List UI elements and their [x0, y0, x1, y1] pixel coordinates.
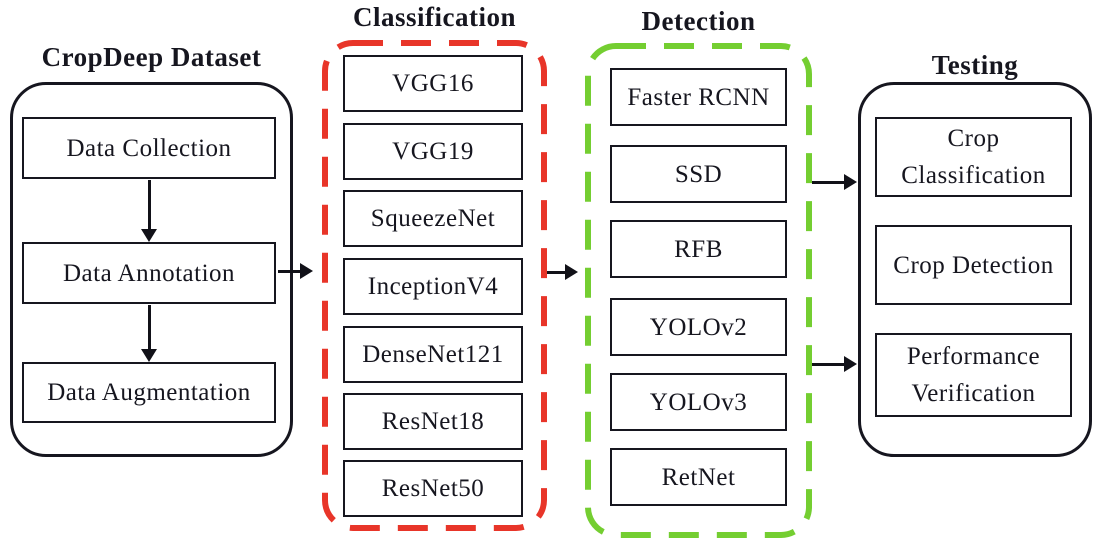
node-rfb: RFB	[610, 220, 787, 278]
node-retnet: RetNet	[610, 448, 787, 506]
arrow-right-head	[300, 263, 313, 279]
node-vgg19: VGG19	[343, 123, 523, 180]
node-resnet18: ResNet18	[343, 393, 523, 450]
node-inceptionv4: InceptionV4	[343, 258, 523, 315]
node-crop-classification: Crop Classification	[875, 117, 1072, 197]
node-faster-rcnn: Faster RCNN	[610, 68, 787, 126]
classification-column-title: Classification	[352, 2, 516, 32]
node-squeezenet: SqueezeNet	[343, 190, 523, 247]
dataset-column-title: CropDeep Dataset	[41, 42, 262, 72]
testing-column-title: Testing	[931, 50, 1019, 80]
node-yolov3: YOLOv3	[610, 373, 787, 431]
arrow-shaft	[547, 270, 567, 274]
arrow-detection-to-testing-lower	[812, 356, 857, 372]
arrow-right-head	[844, 174, 857, 190]
arrow-shaft	[278, 269, 302, 273]
arrow-right-head	[844, 356, 857, 372]
node-data-collection: Data Collection	[22, 117, 276, 179]
arrow-shaft	[147, 180, 151, 231]
node-yolov2: YOLOv2	[610, 298, 787, 356]
arrow-detection-to-testing-upper	[812, 174, 857, 190]
node-resnet50: ResNet50	[343, 460, 523, 517]
arrow-collection-to-annotation	[141, 180, 157, 242]
arrow-dataset-to-classification	[278, 263, 313, 279]
node-densenet121: DenseNet121	[343, 326, 523, 383]
arrow-right-head	[565, 264, 578, 280]
node-ssd: SSD	[610, 145, 787, 203]
arrow-classification-to-detection	[547, 264, 578, 280]
node-performance-verification: Performance Verification	[875, 333, 1072, 417]
arrow-annotation-to-augmentation	[141, 305, 157, 362]
arrow-shaft	[812, 180, 846, 184]
arrow-down-head	[141, 349, 157, 362]
arrow-shaft	[812, 362, 846, 366]
arrow-down-head	[141, 229, 157, 242]
detection-column-title: Detection	[641, 6, 756, 36]
node-data-augmentation: Data Augmentation	[22, 362, 276, 423]
node-data-annotation: Data Annotation	[22, 242, 276, 304]
node-crop-detection: Crop Detection	[875, 225, 1072, 305]
node-vgg16: VGG16	[343, 55, 523, 112]
arrow-shaft	[147, 305, 151, 351]
testing-group-frame	[858, 82, 1092, 457]
